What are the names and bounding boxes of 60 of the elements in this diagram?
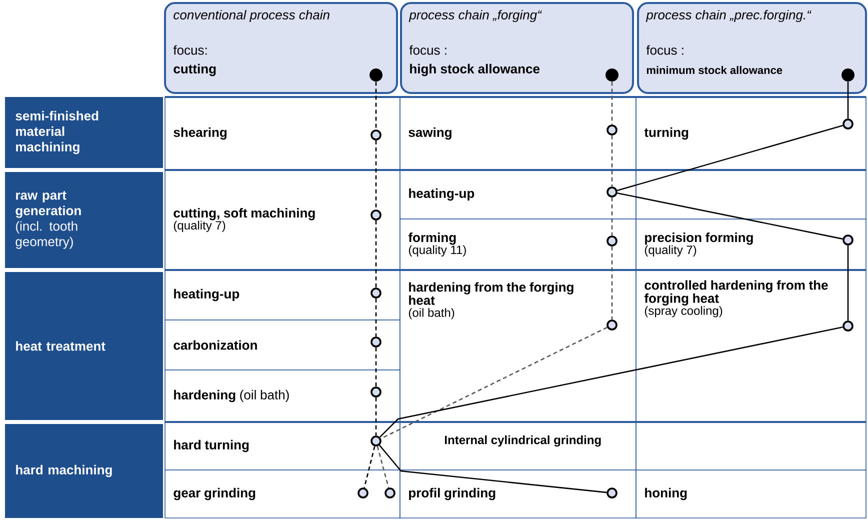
step-circle: [384, 488, 396, 498]
table-cell: profil grinding: [400, 470, 636, 518]
start-dot: [606, 68, 618, 82]
step-circle: [370, 130, 382, 140]
row-header: semi-finished material machining: [5, 97, 163, 168]
connector-line: [375, 347, 377, 387]
connector-line: [375, 397, 377, 436]
chain-header-box: conventional process chain focus: cutting: [164, 2, 398, 94]
table-cell: sawing: [400, 96, 636, 170]
connector-line: [611, 135, 613, 187]
table-cell: gear grinding: [164, 470, 400, 518]
step-circle: [606, 488, 618, 498]
step-circle: [370, 288, 382, 298]
step-circle: [842, 234, 854, 246]
connector-line: [617, 192, 843, 240]
connector-line: [364, 446, 376, 488]
row-header: hard machining: [5, 424, 163, 518]
connector-line: [611, 246, 613, 320]
table-cell: heating-up: [164, 270, 400, 320]
connector-line: [379, 326, 843, 438]
connector-line: [375, 82, 377, 130]
step-circle: [606, 320, 618, 330]
step-circle: [606, 236, 618, 246]
row-header: raw part generation (incl. tooth geometry): [5, 172, 163, 268]
connector-line: [380, 326, 608, 440]
step-circle: [370, 436, 382, 446]
connector-line: [375, 220, 377, 288]
connector-line: [611, 197, 613, 236]
table-cell: heating-up: [400, 170, 636, 220]
connector-line: [376, 446, 390, 488]
step-circle: [606, 124, 618, 136]
chain-header-box: process chain „forging“ focus : high stock allowance: [400, 2, 634, 94]
start-dot: [842, 68, 854, 82]
step-circle: [606, 186, 618, 198]
connector-line: [611, 82, 613, 125]
step-circle: [370, 210, 382, 220]
connector-line: [375, 140, 377, 210]
connector-line: [847, 245, 849, 321]
table-cell: hard turning: [164, 422, 400, 470]
step-circle: [842, 320, 854, 332]
chain-header-box: process chain „prec.forging.“ focus : minimum stock allowance: [637, 2, 867, 94]
row-header: heat treatment: [5, 272, 163, 420]
start-dot: [370, 68, 382, 82]
connector-line: [847, 82, 849, 119]
step-circle: [370, 336, 382, 348]
table-cell: hardening (oil bath): [164, 370, 400, 422]
step-circle: [842, 118, 854, 130]
table-cell: carbonization: [164, 320, 400, 370]
table-cell: precision forming (quality 7): [636, 218, 866, 270]
table-cell: honing: [636, 470, 866, 518]
connector-line: [378, 444, 607, 494]
table-cell: forming (quality 11): [400, 218, 636, 270]
connector-line: [375, 298, 377, 337]
table-cell: cutting, soft machining (quality 7): [164, 170, 400, 270]
table-cell: shearing: [164, 96, 400, 170]
step-circle: [370, 386, 382, 398]
table-cell: turning: [636, 96, 866, 170]
connector-line: [617, 124, 843, 192]
step-circle: [358, 488, 368, 498]
table-cell: Internal cylindrical grinding: [400, 422, 636, 470]
